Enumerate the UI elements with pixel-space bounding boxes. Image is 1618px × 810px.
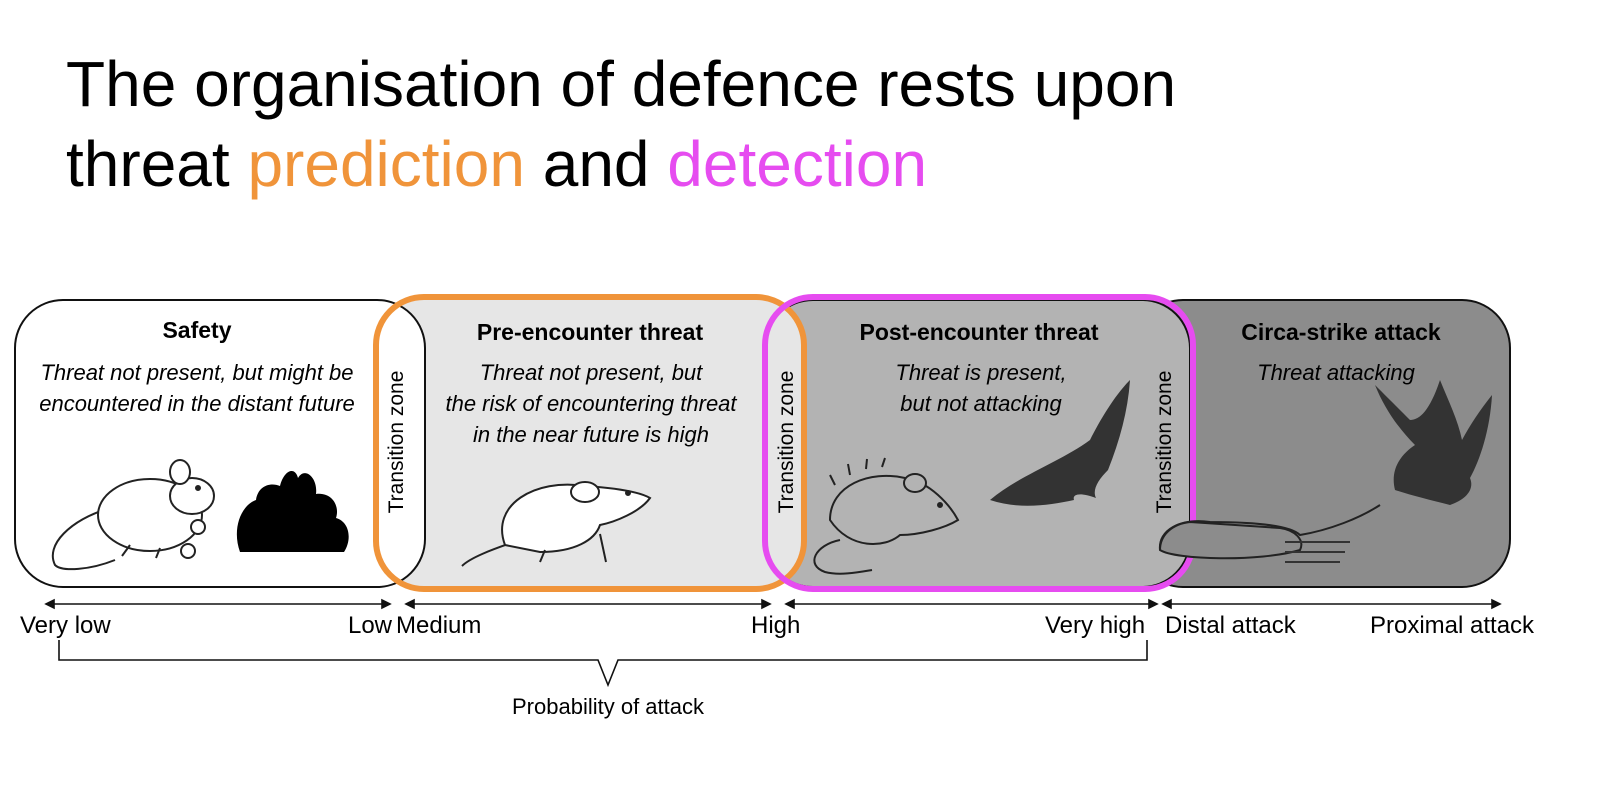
pre-desc-line-3: in the near future is high	[473, 422, 709, 447]
panel-safety	[14, 299, 426, 588]
pre-desc-line-1: Threat not present, but	[480, 360, 703, 385]
circa-strike-title: Circa-strike attack	[1241, 319, 1441, 345]
prediction-highlight	[373, 294, 807, 592]
title-and: and	[524, 128, 668, 200]
running-rat-icon	[1158, 504, 1381, 563]
bush-icon	[236, 471, 349, 552]
post-desc-line-2: but not attacking	[900, 391, 1062, 416]
detection-highlight	[762, 294, 1196, 592]
title-line-2: threat prediction and detection	[66, 124, 1176, 204]
safety-title: Safety	[162, 317, 231, 343]
axis-arrows	[44, 598, 1502, 610]
post-encounter-title: Post-encounter threat	[860, 319, 1099, 345]
label-proximal-attack: Proximal attack	[1370, 612, 1535, 639]
pre-desc-line-2: the risk of encountering threat	[445, 391, 737, 416]
label-very-low: Very low	[20, 612, 111, 639]
transition-zone-label-2: Transition zone	[775, 371, 798, 514]
label-medium: Medium	[396, 612, 481, 639]
rat-icon	[461, 481, 652, 567]
circa-desc-line-1: Threat attacking	[1257, 360, 1416, 385]
post-desc-line-1: Threat is present,	[895, 360, 1066, 385]
label-distal-attack: Distal attack	[1165, 612, 1297, 639]
label-low: Low	[348, 612, 393, 639]
pre-encounter-title: Pre-encounter threat	[477, 319, 704, 345]
probability-brace	[58, 640, 1148, 688]
title-detection: detection	[667, 128, 928, 200]
label-very-high: Very high	[1045, 612, 1145, 639]
safety-desc-line-1: Threat not present, but might be	[40, 360, 353, 385]
transition-zone-label-1: Transition zone	[385, 371, 408, 514]
alert-rat-icon	[813, 457, 960, 575]
title-prediction: prediction	[247, 128, 525, 200]
title-threat: threat	[66, 128, 248, 200]
eagle-icon	[990, 380, 1130, 506]
probability-label: Probability of attack	[512, 694, 705, 719]
safety-desc-line-2: encountered in the distant future	[39, 391, 355, 416]
label-high: High	[751, 612, 800, 639]
title-line-1: The organisation of defence rests upon	[66, 48, 1177, 120]
transition-zone-label-3: Transition zone	[1153, 371, 1176, 514]
page-title: The organisation of defence rests upon t…	[66, 44, 1176, 204]
mouse-icon	[52, 459, 215, 571]
attacking-eagle-icon	[1375, 380, 1492, 505]
